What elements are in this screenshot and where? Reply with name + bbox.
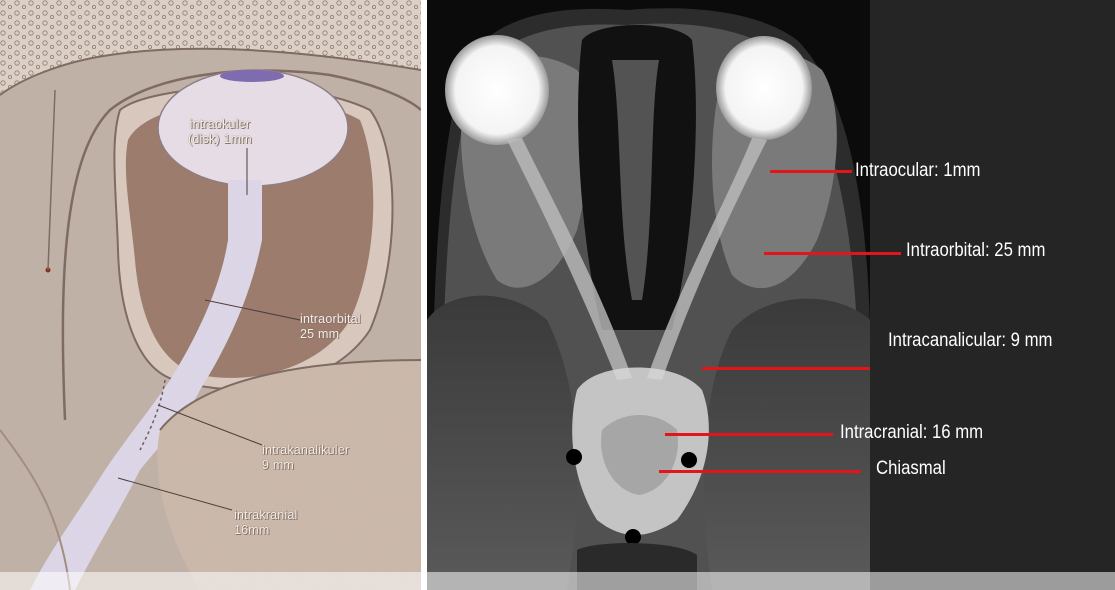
anatomy-diagram [0,0,421,590]
mri-scan-image [427,0,1115,590]
diagram-label-intraorbital: intraorbital 25 mm [300,312,361,342]
diagram-label-intracranial: intrakranial 16mm [234,508,298,538]
mri-label-intracanalicular: Intracanalicular: 9 mm [888,330,1052,352]
mri-panel: Intraocular: 1mm Intraorbital: 25 mm Int… [427,0,1115,590]
mri-label-chiasmal: Chiasmal [876,458,946,480]
pointer-line-intracanalicular [702,367,870,370]
anatomy-diagram-panel: intraokuler (disk) 1mm intraorbital 25 m… [0,0,421,590]
mri-label-intraorbital: Intraorbital: 25 mm [906,240,1045,262]
bottom-watermark-strip [0,572,1115,590]
mri-label-intraocular: Intraocular: 1mm [855,160,980,182]
pointer-line-intraorbital [764,252,901,255]
pointer-line-intraocular [770,170,852,173]
pointer-line-chiasmal [659,470,861,473]
pointer-line-intracranial [665,433,833,436]
diagram-label-intraocular: intraokuler (disk) 1mm [188,117,252,147]
mri-label-intracranial: Intracranial: 16 mm [840,422,983,444]
diagram-label-intracanalicular: intrakanalikuler 9 mm [262,443,349,473]
